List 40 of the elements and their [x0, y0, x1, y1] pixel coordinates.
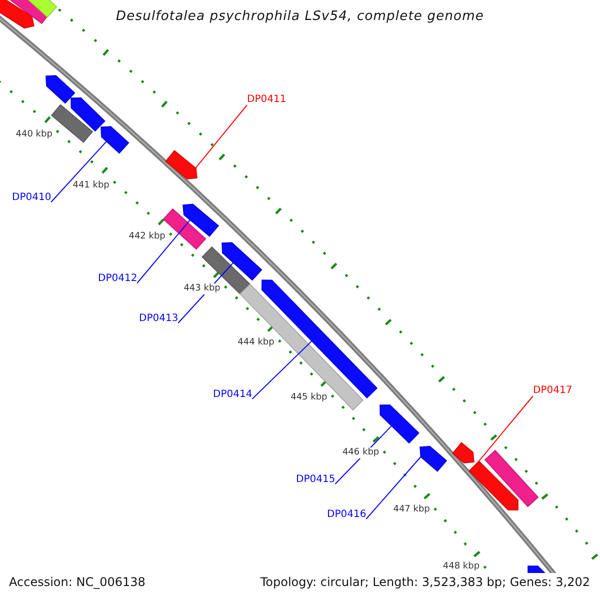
scale-label: 440 kbp: [14, 130, 54, 141]
gene-feature: [70, 97, 106, 132]
gene-label: DP0410: [12, 192, 52, 204]
leader-line: [136, 220, 190, 284]
scale-label: 445 kbp: [290, 392, 328, 404]
genome-info: Topology: circular; Length: 3,523,383 bp; Genes: 3,202: [260, 575, 590, 589]
gene-feature: [0, 0, 34, 29]
scale-label: 441 kbp: [72, 180, 110, 192]
gene-feature: [222, 242, 262, 281]
title: Desulfotalea psychrophila LSv54, complete genome: [116, 9, 484, 25]
scale-label: 444 kbp: [236, 338, 276, 348]
accession-label: Accession: NC_006138: [9, 575, 146, 589]
feature-bar: [484, 450, 539, 508]
scale-label: 446 kbp: [341, 448, 380, 459]
gene-feature: [165, 150, 198, 180]
leader-line: [478, 396, 534, 462]
leader-line: [252, 340, 312, 400]
scale-label: 448 kbp: [442, 562, 481, 573]
scale-label: 447 kbp: [392, 504, 431, 516]
gene-label: DP0411: [247, 94, 286, 106]
scale-label: 442 kbp: [128, 231, 166, 242]
gene-label: DP0412: [98, 273, 138, 285]
feature-bar: [50, 104, 94, 143]
gene-label: DP0413: [139, 313, 178, 325]
gene-feature: [452, 442, 474, 464]
scale-label: 443 kbp: [182, 284, 222, 295]
leader-line: [366, 456, 422, 520]
gene-label: DP0415: [296, 474, 336, 486]
feature-bar: [202, 246, 250, 295]
gene-feature: [468, 460, 518, 510]
gene-feature: [182, 204, 220, 237]
gene-feature: [380, 404, 420, 444]
gene-feature: [100, 126, 130, 154]
leader-line: [50, 140, 107, 202]
leader-line: [195, 104, 248, 168]
gene-label: DP0414: [213, 389, 252, 401]
gene-feature: [420, 446, 448, 472]
gene-label: DP0416: [327, 509, 366, 521]
gene-feature: [46, 75, 76, 104]
gene-label: DP0417: [533, 385, 572, 397]
